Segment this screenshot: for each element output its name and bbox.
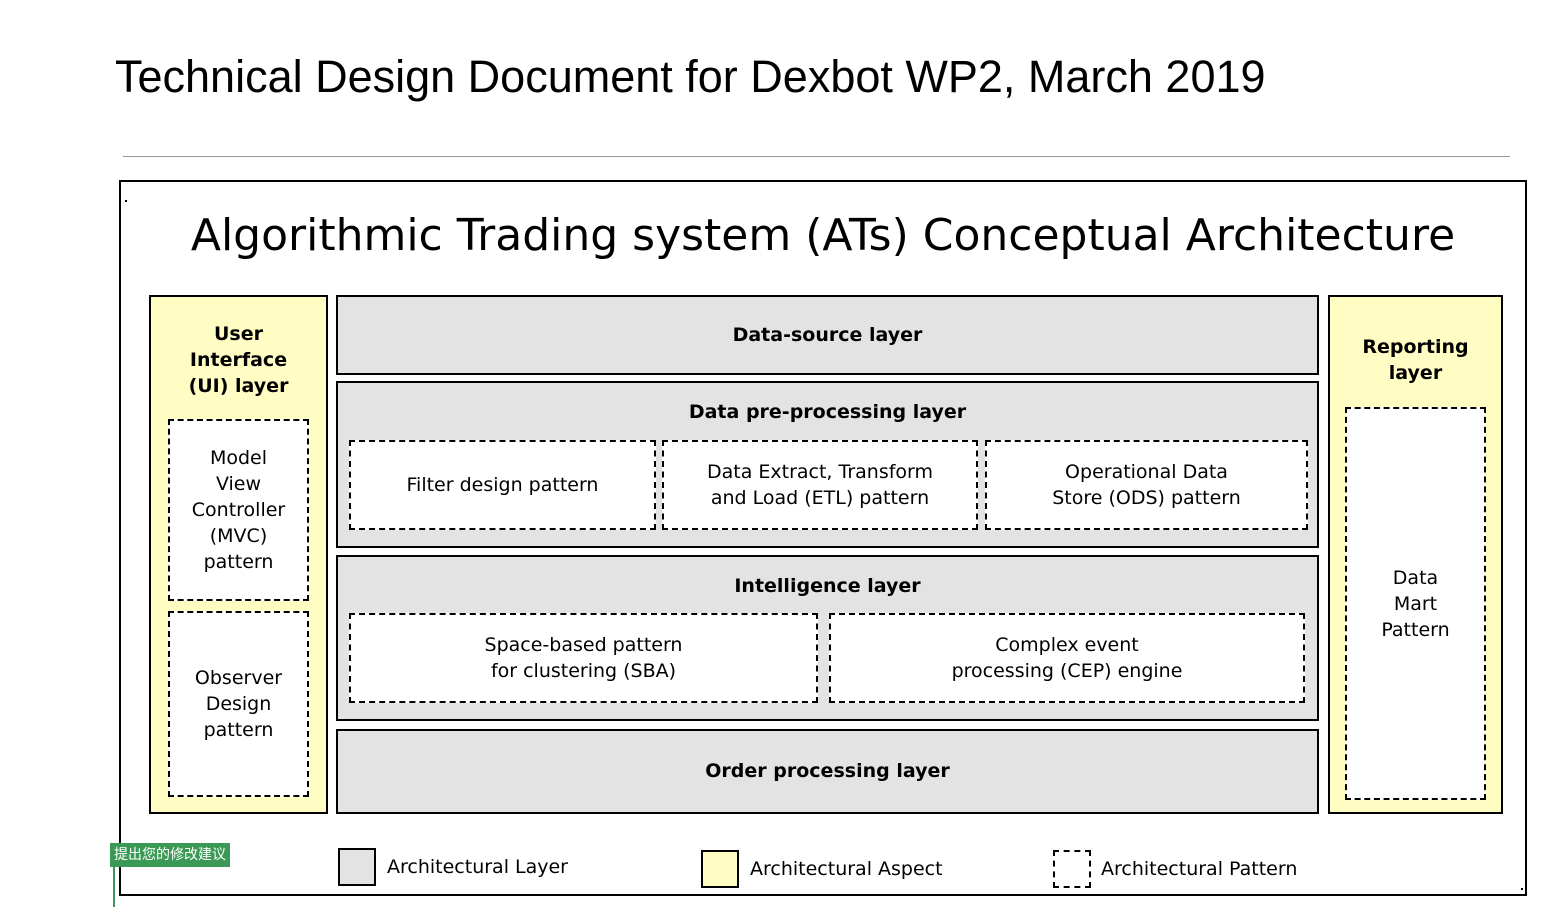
- cep-pattern-label: Complex event processing (CEP) engine: [951, 634, 1183, 682]
- order-processing-layer-label: Order processing layer: [705, 760, 950, 782]
- intelligence-layer-label: Intelligence layer: [734, 575, 921, 597]
- filter-pattern: Filter design pattern: [349, 440, 656, 530]
- architecture-diagram: Algorithmic Trading system (ATs) Concept…: [119, 180, 1527, 896]
- reporting-layer-label: Reporting layer: [1362, 336, 1469, 384]
- preprocessing-layer-label: Data pre-processing layer: [688, 401, 967, 423]
- header-divider: [123, 156, 1510, 157]
- sba-pattern-label: Space-based pattern for clustering (SBA): [484, 634, 683, 682]
- cep-pattern: Complex event processing (CEP) engine: [829, 613, 1305, 703]
- mvc-pattern: Model View Controller (MVC) pattern: [168, 419, 309, 601]
- mvc-pattern-label: Model View Controller (MVC) pattern: [191, 447, 286, 573]
- filter-pattern-label: Filter design pattern: [406, 474, 599, 496]
- ui-layer: User Interface (UI) layer Model View Con…: [149, 295, 328, 814]
- legend-aspect-label: Architectural Aspect: [750, 858, 943, 880]
- ui-layer-label: User Interface (UI) layer: [188, 323, 289, 397]
- observer-pattern: Observer Design pattern: [168, 611, 309, 797]
- data-mart-pattern: Data Mart Pattern: [1345, 407, 1486, 800]
- reporting-layer: Reporting layer Data Mart Pattern: [1328, 295, 1503, 814]
- corner-mark: [125, 200, 127, 202]
- observer-pattern-label: Observer Design pattern: [194, 667, 283, 741]
- intelligence-layer: Intelligence layer Space-based pattern f…: [336, 555, 1319, 721]
- data-source-layer-label: Data-source layer: [732, 324, 923, 346]
- legend-layer-swatch: [338, 848, 376, 886]
- ods-pattern: Operational Data Store (ODS) pattern: [985, 440, 1308, 530]
- legend-aspect-swatch: [701, 850, 739, 888]
- ods-pattern-label: Operational Data Store (ODS) pattern: [1052, 461, 1241, 509]
- page-title: Technical Design Document for Dexbot WP2…: [115, 51, 1266, 102]
- legend-pattern-label: Architectural Pattern: [1101, 858, 1298, 880]
- legend-layer-label: Architectural Layer: [387, 856, 568, 878]
- diagram-title: Algorithmic Trading system (ATs) Concept…: [190, 210, 1456, 261]
- comment-marker-line: [113, 867, 115, 907]
- etl-pattern-label: Data Extract, Transform and Load (ETL) p…: [706, 461, 934, 509]
- sba-pattern: Space-based pattern for clustering (SBA): [349, 613, 818, 703]
- legend-pattern-swatch: [1053, 850, 1091, 888]
- corner-mark: [1521, 888, 1523, 890]
- preprocessing-layer: Data pre-processing layer Filter design …: [336, 381, 1319, 548]
- data-mart-pattern-label: Data Mart Pattern: [1381, 566, 1450, 641]
- suggest-edit-button[interactable]: 提出您的修改建议: [110, 843, 230, 867]
- data-source-layer: Data-source layer: [336, 295, 1319, 375]
- etl-pattern: Data Extract, Transform and Load (ETL) p…: [662, 440, 978, 530]
- order-processing-layer: Order processing layer: [336, 729, 1319, 814]
